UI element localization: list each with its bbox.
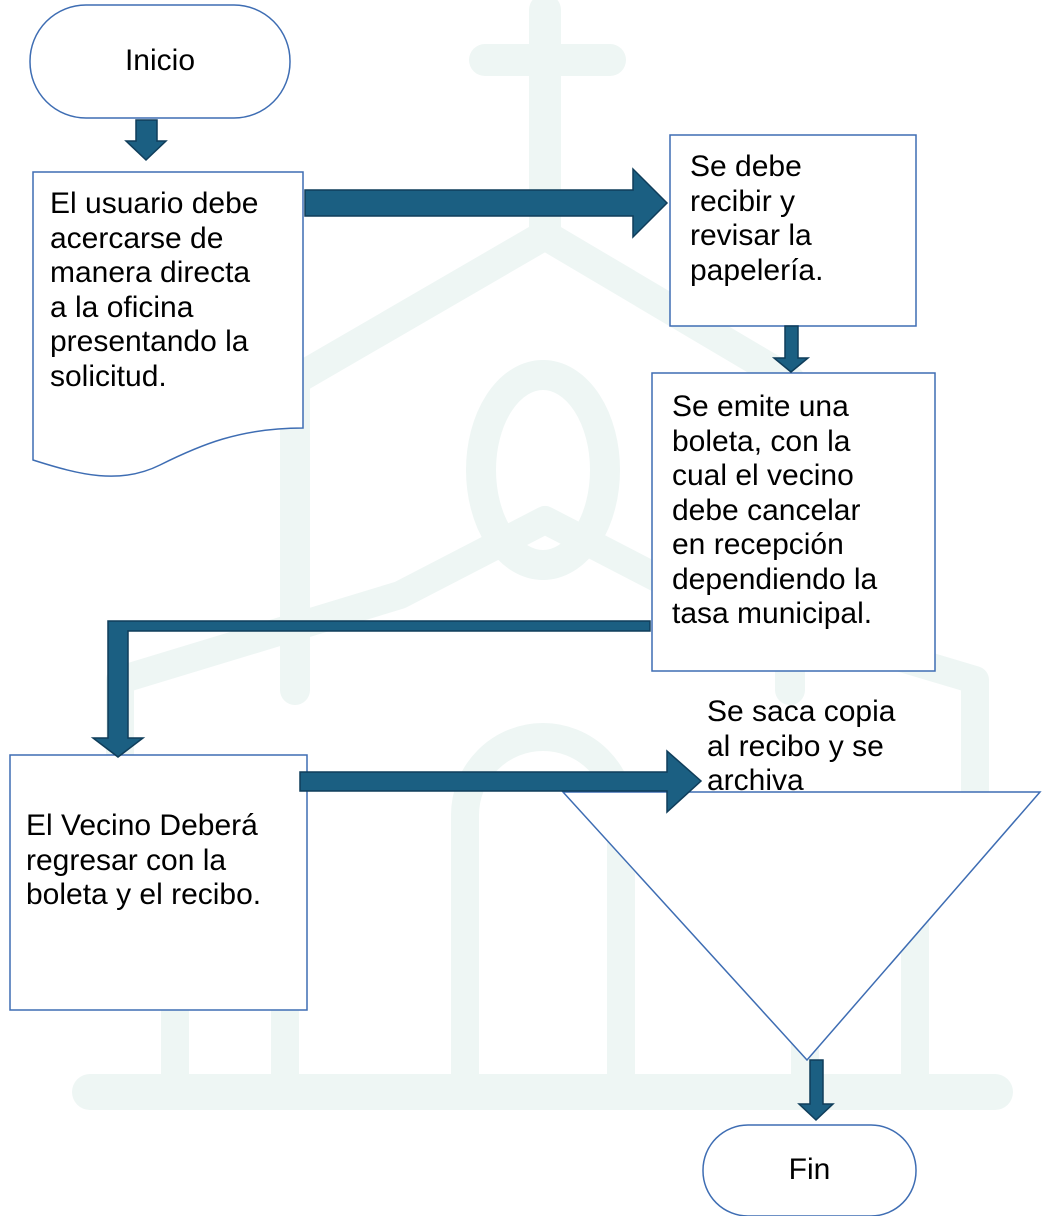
usuario-line: El usuario debe xyxy=(50,187,259,220)
arrow-recibir-to-boleta xyxy=(771,325,811,373)
usuario-line: acercarse de xyxy=(50,221,224,255)
boleta-line: dependiendo la xyxy=(672,562,878,596)
recibir-line: Se debe xyxy=(690,150,802,183)
start-terminal xyxy=(29,4,291,119)
arrow-boleta-to-vecino xyxy=(90,620,651,758)
boleta-line: en recepción xyxy=(672,528,844,561)
archive-triangle xyxy=(561,791,1042,1062)
arrow-archive-to-fin xyxy=(797,1059,835,1122)
recibir-line: recibir y xyxy=(690,184,796,218)
boleta-line: tasa municipal. xyxy=(672,597,873,630)
usuario-line: presentando la xyxy=(50,325,249,358)
recibir-line: papelería. xyxy=(690,253,824,287)
usuario-line: manera directa xyxy=(50,256,251,289)
vecino-text: El Vecino Deberá regresar con la boleta … xyxy=(26,809,261,913)
boleta-line: cual el vecino xyxy=(672,459,854,492)
process-box-vecino xyxy=(9,754,308,1011)
archivo-line: archiva xyxy=(707,764,804,797)
boleta-text: Se emite una boleta, con la cual el veci… xyxy=(672,390,877,632)
vecino-line: regresar con la xyxy=(26,843,227,877)
arrow-vecino-to-archive xyxy=(299,749,703,814)
boleta-line: debe cancelar xyxy=(672,493,861,527)
process-box-boleta xyxy=(651,372,936,672)
document-shape-usuario xyxy=(32,171,304,477)
archivo-line: al recibo y se xyxy=(707,729,884,763)
archivo-line: Se saca copia xyxy=(707,695,896,728)
process-box-recibir xyxy=(669,134,917,327)
arrow-usuario-to-recibir xyxy=(304,167,669,239)
end-terminal xyxy=(702,1124,917,1216)
end-label: Fin xyxy=(703,1153,916,1188)
end-label-text: Fin xyxy=(788,1153,831,1186)
start-label-text: Inicio xyxy=(124,44,196,77)
usuario-line: a la oficina xyxy=(50,290,194,324)
usuario-text: El usuario debe acercarse de manera dire… xyxy=(50,187,258,394)
vecino-line: El Vecino Deberá xyxy=(26,809,258,842)
start-label: Inicio xyxy=(30,44,290,79)
usuario-line: solicitud. xyxy=(50,359,167,393)
vecino-line: boleta y el recibo. xyxy=(26,878,262,911)
boleta-line: boleta, con la xyxy=(672,424,851,458)
recibir-text: Se debe recibir y revisar la papelería. xyxy=(690,150,823,288)
archivo-text: Se saca copia al recibo y se archiva xyxy=(707,695,895,799)
recibir-line: revisar la xyxy=(690,219,812,252)
arrow-start-to-usuario xyxy=(124,119,168,162)
boleta-line: Se emite una xyxy=(672,390,849,423)
